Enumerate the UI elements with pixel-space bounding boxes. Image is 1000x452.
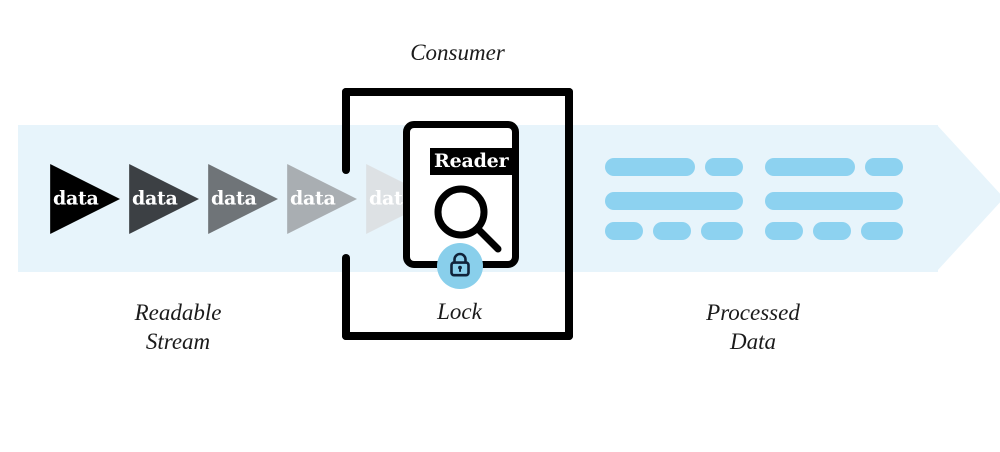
processed-data-bar-g2-r1-2 [865,158,903,176]
consumer-border-bottom [342,332,573,340]
data-token-3: data [206,161,278,237]
consumer-title: Consumer [410,40,505,65]
processed-data-bar-g1-r2-1 [605,192,743,210]
lock-badge[interactable] [437,243,483,289]
reader-tag-label: Reader [430,148,513,175]
magnifier-icon [432,183,504,255]
processed-data-label: Processed Data [665,298,841,356]
data-token-label: data [211,187,257,210]
readable-stream-label-line1: Readable [134,300,222,325]
processed-data-bar-g1-r3-1 [605,222,643,240]
readable-stream-label: Readable Stream [90,298,266,356]
data-token-label: data [132,187,178,210]
data-token-4: data [285,161,357,237]
data-token-1: data [48,161,120,237]
flow-band-arrow-tip [937,125,1000,271]
processed-data-bar-g2-r1-1 [765,158,855,176]
data-token-label: data [290,187,336,210]
lock-label: Lock [437,299,482,324]
consumer-border-left-lower [342,254,350,340]
processed-data-bar-g2-r3-3 [861,222,903,240]
processed-data-bar-g1-r1-1 [605,158,695,176]
processed-data-label-line1: Processed [706,300,800,325]
data-token-label: data [53,187,99,210]
processed-data-bar-g1-r3-3 [701,222,743,240]
readable-stream-label-line2: Stream [145,329,211,354]
data-token-2: data [127,161,199,237]
processed-data-bar-g2-r3-2 [813,222,851,240]
consumer-border-right [565,88,573,340]
processed-data-bar-g1-r1-2 [705,158,743,176]
consumer-boundary [342,88,573,340]
lock-icon [446,250,474,283]
processed-data-bar-g1-r3-2 [653,222,691,240]
consumer-border-left-upper [342,88,350,174]
processed-data-bar-g2-r3-1 [765,222,803,240]
consumer-border-top [342,88,573,96]
processed-data-label-line2: Data [730,329,776,354]
processed-data-bar-g2-r2-1 [765,192,903,210]
reader-card[interactable]: Reader [403,121,519,268]
